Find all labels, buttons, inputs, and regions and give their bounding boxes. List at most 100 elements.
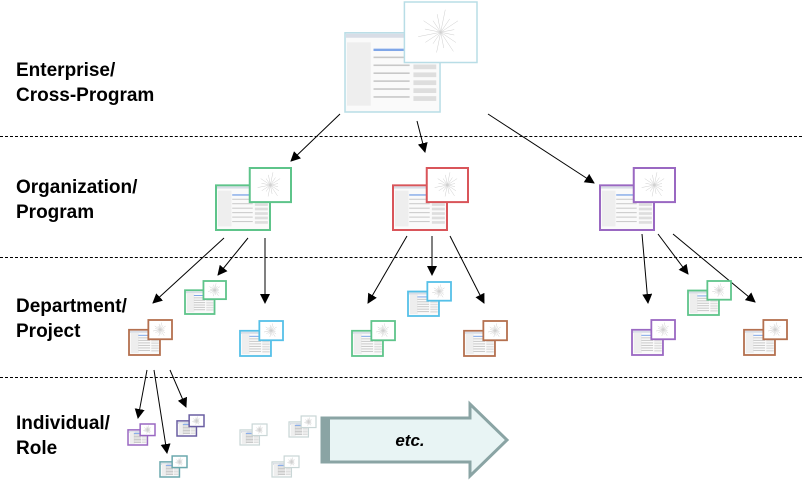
row-line bbox=[753, 344, 766, 346]
graph-edge bbox=[214, 289, 219, 292]
graph-edge bbox=[308, 421, 312, 423]
graph-edge bbox=[718, 290, 724, 297]
row-block bbox=[262, 343, 270, 345]
graph-edge bbox=[663, 329, 668, 331]
graph-edge bbox=[775, 329, 781, 334]
graph-edge bbox=[213, 290, 215, 297]
graph-edge bbox=[159, 322, 162, 330]
dept-node-brown bbox=[743, 319, 788, 356]
row-line bbox=[249, 345, 262, 347]
row-line bbox=[193, 299, 206, 301]
graph-edge bbox=[439, 287, 445, 292]
level-line1: Organization/ bbox=[16, 177, 138, 198]
graph-edge bbox=[207, 289, 215, 292]
graph-edge bbox=[775, 328, 780, 330]
graph-edge bbox=[214, 289, 219, 291]
row-block bbox=[206, 306, 214, 309]
graph-edge bbox=[654, 185, 657, 195]
row-line bbox=[245, 441, 254, 443]
graph-edge bbox=[291, 461, 295, 463]
row-line bbox=[409, 203, 430, 205]
row-line bbox=[232, 203, 253, 205]
graph-edge bbox=[719, 289, 724, 291]
row-block bbox=[254, 221, 268, 224]
graph-edge bbox=[719, 290, 724, 292]
graph-edge bbox=[719, 290, 725, 294]
row-block bbox=[710, 305, 718, 307]
graph-edge bbox=[432, 32, 441, 44]
graph-edge bbox=[447, 177, 453, 186]
title-bar bbox=[129, 430, 147, 433]
row-line bbox=[245, 435, 254, 437]
row-block bbox=[638, 203, 652, 206]
graph-edge bbox=[179, 459, 184, 462]
graph-edge bbox=[308, 417, 310, 422]
sidebar-shape bbox=[395, 190, 409, 227]
row-line bbox=[361, 343, 374, 345]
row-block bbox=[141, 437, 147, 439]
graph-edge bbox=[774, 325, 779, 330]
graph-edge bbox=[159, 329, 162, 335]
row-line bbox=[373, 56, 410, 59]
graph-edge bbox=[436, 14, 441, 33]
graph-edge bbox=[433, 287, 440, 292]
graph-edge bbox=[774, 329, 777, 335]
row-line bbox=[373, 80, 410, 82]
row-line bbox=[133, 435, 142, 437]
row-line bbox=[165, 472, 174, 474]
graph-edge bbox=[157, 329, 161, 334]
graph-edge bbox=[270, 172, 274, 186]
graph-edge bbox=[438, 184, 448, 191]
row-block bbox=[431, 216, 445, 220]
row-line bbox=[182, 426, 191, 428]
row-block bbox=[430, 311, 438, 313]
row-line bbox=[373, 96, 410, 98]
individual-node-teal bbox=[159, 455, 188, 478]
graph-edge bbox=[712, 290, 720, 292]
title-bar bbox=[689, 291, 718, 294]
row-line bbox=[753, 349, 766, 351]
graph-edge bbox=[447, 172, 451, 186]
sidebar-shape bbox=[466, 333, 474, 354]
graph-edge bbox=[447, 184, 455, 196]
row-block bbox=[253, 437, 259, 439]
row-block bbox=[190, 428, 196, 430]
level-divider bbox=[0, 377, 802, 378]
row-block bbox=[486, 345, 494, 348]
enterprise-node bbox=[344, 1, 478, 113]
row-line bbox=[165, 467, 174, 469]
row-block bbox=[654, 349, 662, 352]
row-line bbox=[616, 203, 637, 205]
etc-arrow: etc. bbox=[320, 400, 510, 480]
row-block bbox=[302, 432, 308, 434]
graph-edge bbox=[490, 330, 496, 335]
graph-edge bbox=[438, 287, 443, 292]
sidebar-shape bbox=[187, 293, 195, 313]
hierarchy-arrow bbox=[672, 233, 756, 303]
graph-edge bbox=[424, 28, 441, 33]
graph-edge bbox=[425, 32, 441, 43]
graph-edge bbox=[492, 330, 496, 335]
row-line bbox=[138, 347, 151, 349]
graph-edge bbox=[438, 284, 441, 292]
row-line bbox=[697, 302, 710, 304]
hierarchy-arrow bbox=[416, 120, 428, 153]
graph-edge bbox=[654, 183, 663, 186]
row-line bbox=[361, 340, 374, 342]
row-block bbox=[710, 310, 718, 312]
title-bar bbox=[346, 33, 440, 38]
row-line bbox=[361, 350, 374, 352]
row-block bbox=[151, 342, 159, 344]
etc-label: etc. bbox=[395, 431, 424, 450]
graph-edge bbox=[655, 329, 664, 332]
graph-edge bbox=[179, 457, 181, 462]
graph-edge bbox=[660, 329, 664, 334]
graph-edge bbox=[270, 330, 273, 336]
graph-edge bbox=[437, 285, 440, 292]
graph-edge bbox=[774, 322, 777, 330]
row-line bbox=[232, 221, 253, 223]
row-block bbox=[766, 342, 774, 344]
row-block bbox=[254, 207, 268, 211]
graph-edge bbox=[645, 184, 655, 191]
individual-node-faded bbox=[288, 415, 317, 438]
